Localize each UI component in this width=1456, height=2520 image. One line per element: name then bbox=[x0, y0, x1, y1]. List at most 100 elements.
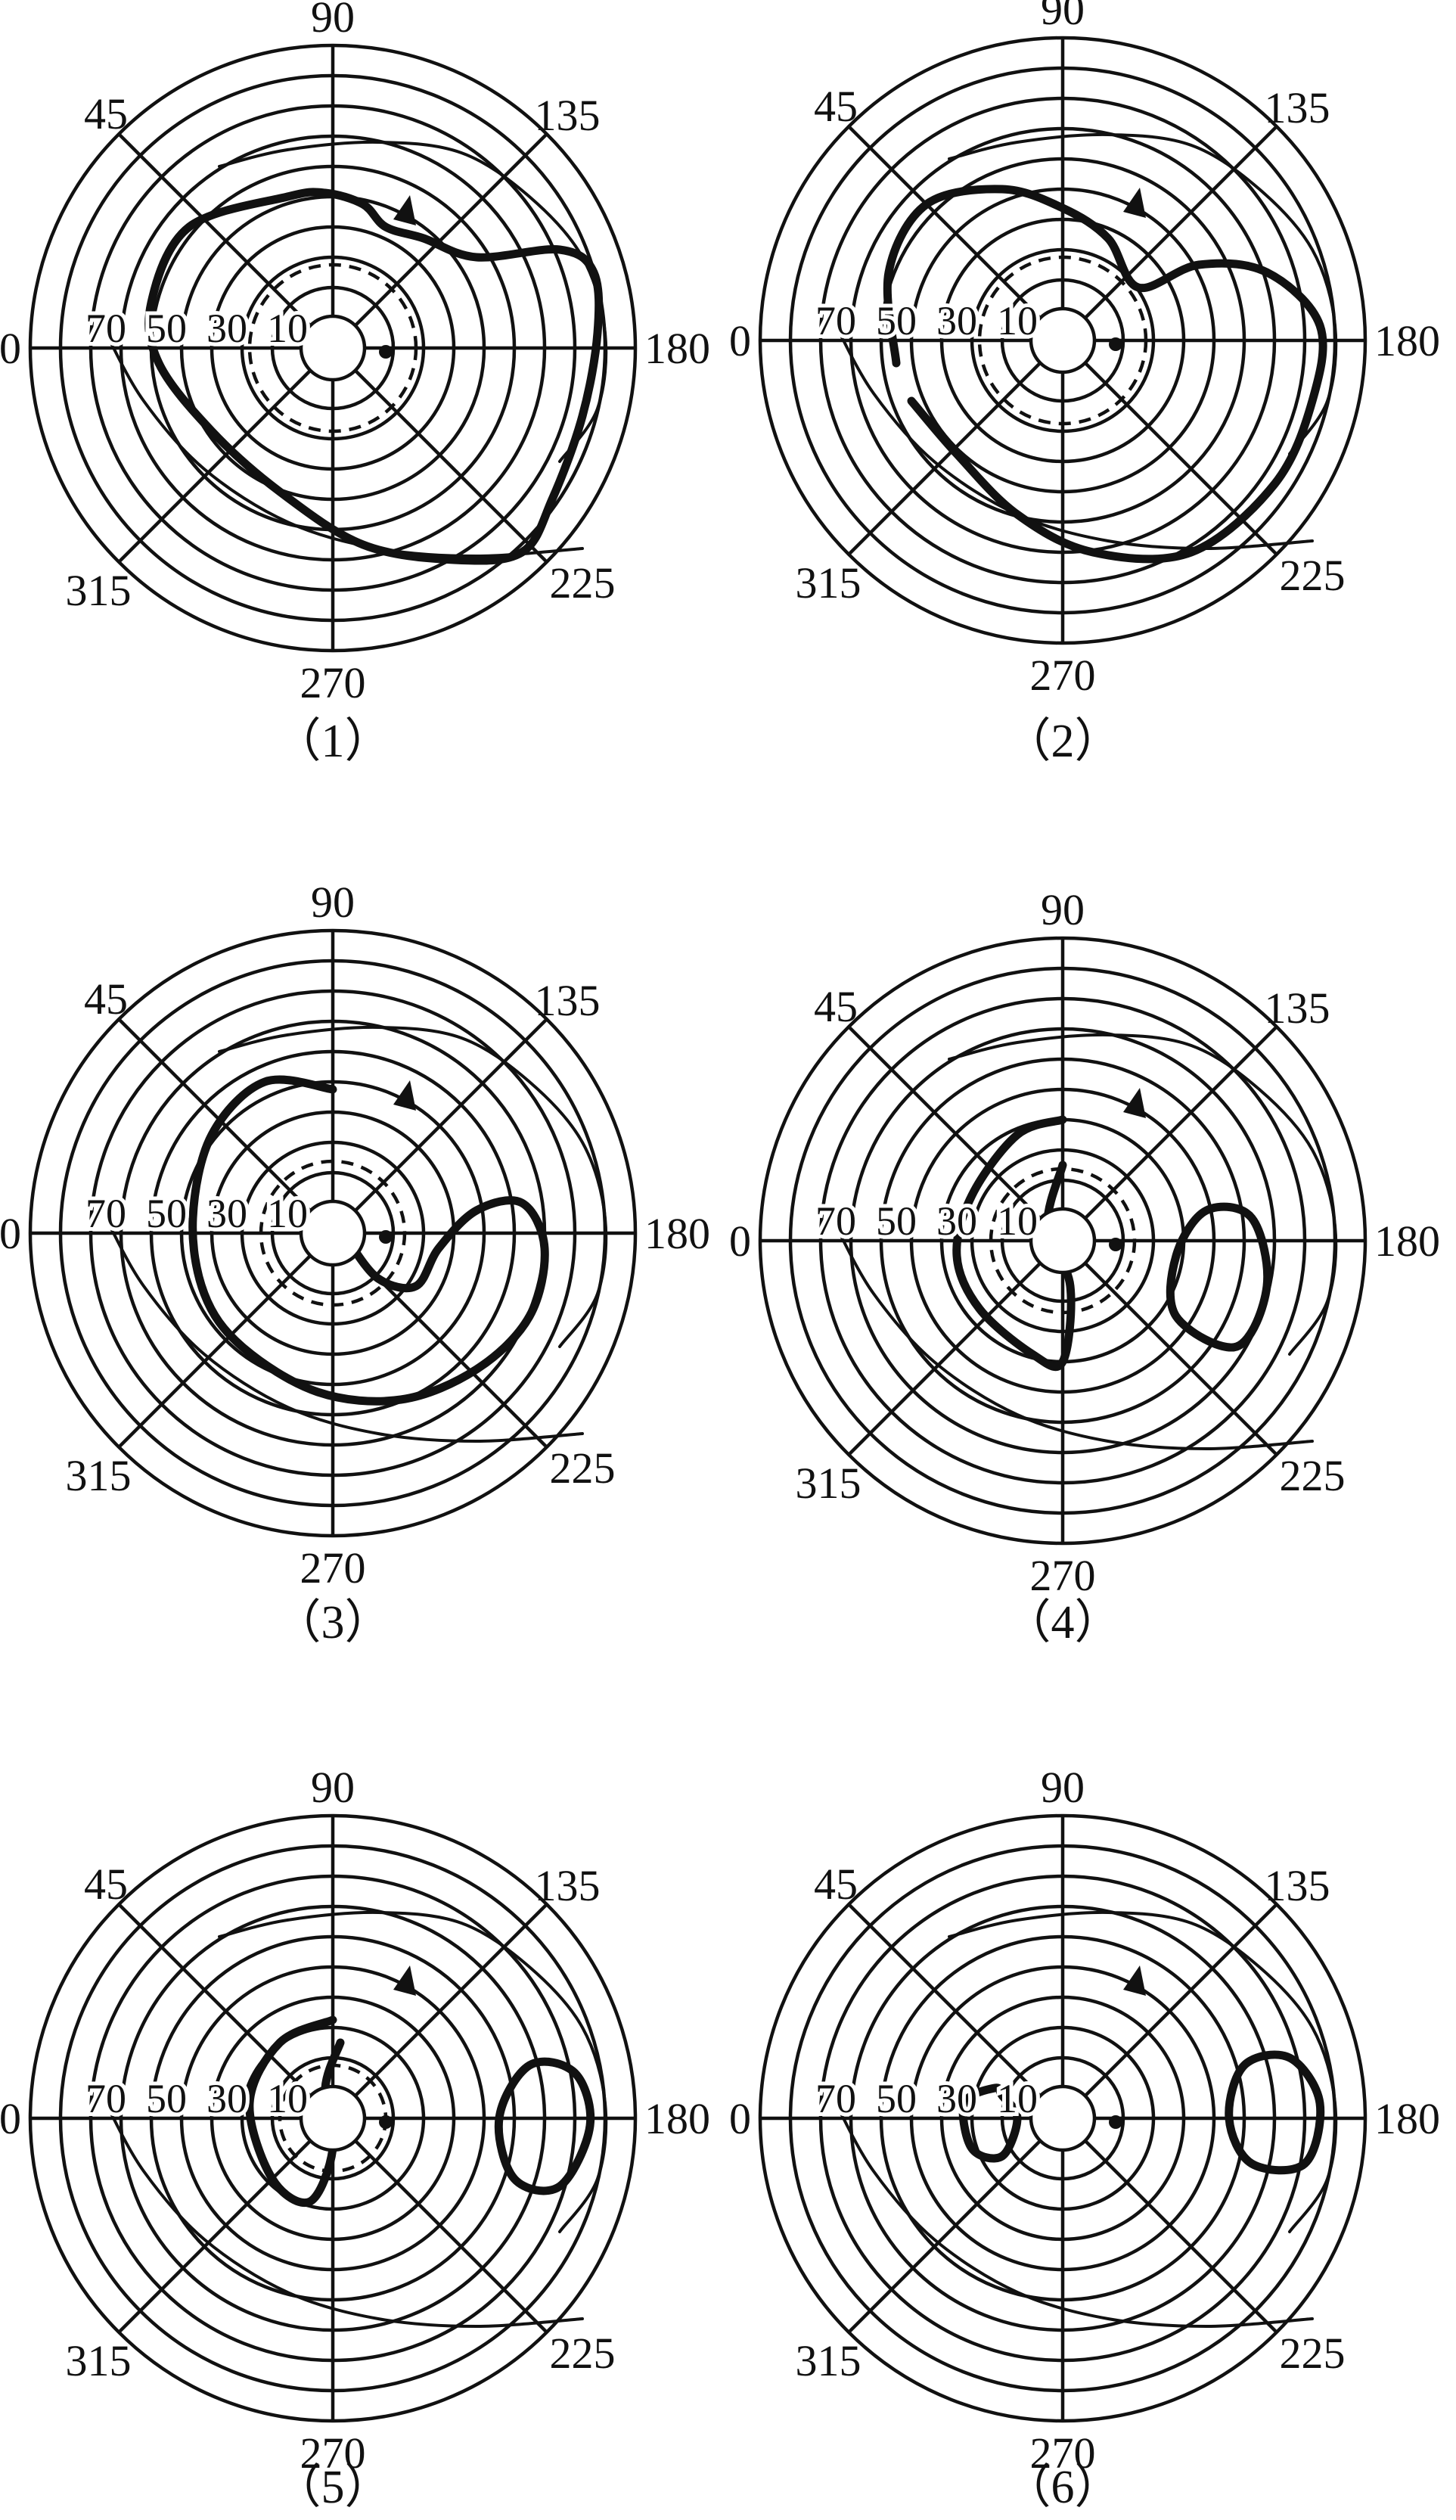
angle-label-135: 135 bbox=[1265, 83, 1330, 132]
angle-label-90: 90 bbox=[1041, 1763, 1085, 1812]
angle-label-180: 180 bbox=[1374, 316, 1440, 365]
angle-label-0: 0 bbox=[729, 316, 751, 365]
track-loop bbox=[1225, 2050, 1325, 2175]
angle-label-270: 270 bbox=[300, 2428, 366, 2478]
track-trace bbox=[144, 188, 604, 565]
reference-trace bbox=[834, 2102, 1314, 2328]
angle-label-0: 0 bbox=[0, 1209, 21, 1258]
direction-arrow bbox=[1123, 188, 1146, 218]
centre-marker-dot bbox=[379, 2115, 393, 2129]
reference-trace bbox=[948, 132, 1338, 455]
reference-trace bbox=[948, 1910, 1338, 2233]
ring-value-label: 70 bbox=[815, 2076, 856, 2121]
ring-value-label: 70 bbox=[85, 2076, 126, 2121]
reference-trace bbox=[104, 2102, 584, 2328]
angle-label-45: 45 bbox=[84, 89, 128, 138]
dashed-reference-circle bbox=[259, 1159, 407, 1307]
dashed-reference-circle bbox=[247, 263, 418, 433]
angle-label-180: 180 bbox=[644, 324, 710, 373]
angle-label-90: 90 bbox=[1041, 885, 1085, 934]
angle-label-90: 90 bbox=[311, 0, 355, 42]
ring-value-label: 50 bbox=[146, 2076, 187, 2121]
track-trace bbox=[883, 185, 1327, 564]
panel-caption: （5） bbox=[274, 2462, 391, 2513]
centre-disc bbox=[299, 2084, 367, 2152]
direction-arrow bbox=[393, 1080, 416, 1111]
ring-value-label: 70 bbox=[815, 1198, 856, 1244]
panel-caption: （4） bbox=[1004, 1597, 1121, 1648]
ring-value-label: 10 bbox=[997, 298, 1038, 343]
reference-trace bbox=[834, 1224, 1314, 1450]
panel-caption: （6） bbox=[1004, 2462, 1121, 2513]
centre-marker-dot bbox=[379, 1230, 393, 1244]
ring-value-label: 70 bbox=[85, 306, 126, 351]
angle-label-135: 135 bbox=[1265, 1861, 1330, 1910]
direction-arrow bbox=[393, 1965, 416, 1996]
ring-value-label: 30 bbox=[936, 1198, 977, 1244]
angle-label-270: 270 bbox=[1030, 651, 1096, 700]
centre-marker-dot bbox=[1109, 1238, 1122, 1251]
track-loop bbox=[494, 2057, 595, 2195]
angle-label-135: 135 bbox=[535, 91, 601, 140]
angle-label-180: 180 bbox=[644, 1209, 710, 1258]
panel-caption: （2） bbox=[1004, 716, 1121, 767]
angle-label-0: 0 bbox=[729, 2094, 751, 2143]
angle-label-0: 0 bbox=[729, 1216, 751, 1266]
centre-disc bbox=[299, 314, 367, 382]
reference-trace bbox=[948, 1033, 1338, 1356]
ring-value-label: 50 bbox=[146, 1191, 187, 1236]
angle-label-0: 0 bbox=[0, 2094, 21, 2143]
ring-value-label: 30 bbox=[206, 1191, 247, 1236]
angle-label-45: 45 bbox=[814, 82, 858, 131]
ring-value-label: 30 bbox=[936, 298, 977, 343]
centre-disc bbox=[1029, 2084, 1097, 2152]
angle-label-270: 270 bbox=[300, 658, 366, 707]
ring-value-label: 10 bbox=[267, 1191, 308, 1236]
angle-label-225: 225 bbox=[550, 1443, 616, 1493]
reference-trace bbox=[218, 1910, 608, 2233]
direction-arrow bbox=[1123, 1965, 1146, 1996]
centre-marker-dot bbox=[1109, 337, 1122, 351]
track-trace bbox=[188, 1075, 549, 1406]
centre-marker-dot bbox=[1109, 2115, 1122, 2129]
angle-label-45: 45 bbox=[84, 974, 128, 1024]
centre-disc bbox=[1029, 1207, 1097, 1275]
angle-label-315: 315 bbox=[66, 2336, 132, 2385]
angle-label-135: 135 bbox=[535, 976, 601, 1025]
ring-value-label: 70 bbox=[85, 1191, 126, 1236]
reference-trace bbox=[104, 1216, 584, 1443]
ring-value-label: 10 bbox=[267, 306, 308, 351]
ring-value-label: 10 bbox=[997, 1198, 1038, 1244]
panel-caption: （1） bbox=[274, 716, 391, 767]
angle-label-45: 45 bbox=[814, 982, 858, 1031]
angle-label-315: 315 bbox=[796, 2336, 861, 2385]
angle-label-315: 315 bbox=[66, 566, 132, 615]
angle-label-225: 225 bbox=[550, 2329, 616, 2378]
angle-label-270: 270 bbox=[1030, 1551, 1096, 1600]
angle-label-225: 225 bbox=[550, 558, 616, 607]
angle-label-45: 45 bbox=[84, 1860, 128, 1909]
reference-trace bbox=[218, 140, 608, 463]
angle-label-315: 315 bbox=[796, 558, 861, 607]
panel-caption: （3） bbox=[274, 1597, 391, 1648]
ring-value-label: 30 bbox=[936, 2076, 977, 2121]
angle-label-315: 315 bbox=[66, 1451, 132, 1500]
direction-arrow bbox=[393, 195, 416, 225]
angle-label-135: 135 bbox=[535, 1861, 601, 1910]
ring-value-label: 30 bbox=[206, 306, 247, 351]
angle-label-180: 180 bbox=[1374, 1216, 1440, 1266]
centre-marker-dot bbox=[379, 345, 393, 359]
ring-value-label: 50 bbox=[876, 2076, 917, 2121]
angle-label-225: 225 bbox=[1280, 2329, 1346, 2378]
angle-label-225: 225 bbox=[1280, 1451, 1346, 1500]
angle-label-270: 270 bbox=[300, 1543, 366, 1592]
ring-value-label: 50 bbox=[876, 1198, 917, 1244]
ring-value-label: 70 bbox=[815, 298, 856, 343]
ring-value-label: 10 bbox=[267, 2076, 308, 2121]
track-trace bbox=[958, 2083, 1022, 2163]
angle-label-45: 45 bbox=[814, 1860, 858, 1909]
angle-label-270: 270 bbox=[1030, 2428, 1096, 2478]
